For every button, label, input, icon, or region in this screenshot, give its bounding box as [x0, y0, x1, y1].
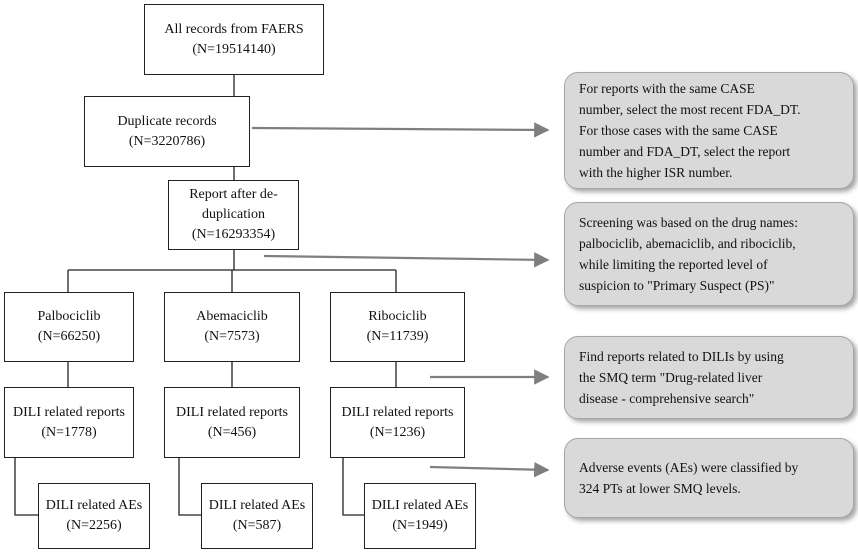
drug-count: (N=66250)	[37, 329, 101, 344]
dili-aes-label: DILI related AEs	[371, 498, 469, 513]
dili-reports-count: (N=1778)	[41, 424, 97, 440]
drug-count: (N=11739)	[366, 329, 429, 344]
dili-aes-box-2: DILI related AEs (N=587)	[201, 483, 313, 549]
dedup-label-line2: duplication	[202, 207, 265, 222]
arrow-note-2	[263, 252, 550, 268]
note-line: the SMQ term "Drug-related liver	[579, 370, 763, 385]
note-ae-classification: Adverse events (AEs) were classified by …	[564, 438, 854, 518]
note-line: number and FDA_DT, select the report	[579, 144, 791, 159]
duplicate-records-count: (N=3220786)	[128, 133, 206, 149]
drug-box-ribociclib: Ribociclib (N=11739)	[330, 292, 465, 362]
dili-reports-count: (N=456)	[207, 424, 257, 440]
dili-reports-label: DILI related reports	[13, 404, 125, 420]
dili-aes-count: (N=2256)	[66, 518, 122, 533]
note-line: number, select the most recent FDA_DT.	[579, 102, 801, 117]
arrow-note-4	[429, 461, 550, 478]
drug-name: Palbociclib	[37, 309, 101, 324]
note-line: For those cases with the same CASE	[579, 123, 778, 138]
note-line: Adverse events (AEs) were classified by	[579, 460, 799, 475]
elbow-col1	[14, 458, 38, 516]
drug-name: Ribociclib	[368, 309, 427, 324]
drug-count: (N=7573)	[204, 329, 260, 344]
arrow-note-1	[251, 122, 550, 138]
dili-reports-box-3: DILI related reports (N=1236)	[330, 387, 465, 458]
note-line: palbociclib, abemaciclib, and ribociclib…	[579, 236, 796, 251]
all-records-count: (N=19514140)	[192, 41, 276, 57]
dili-aes-box-3: DILI related AEs (N=1949)	[364, 483, 476, 549]
all-records-box: All records from FAERS (N=19514140)	[144, 4, 324, 75]
note-line: For reports with the same CASE	[579, 81, 755, 96]
note-line: Find reports related to DILIs by using	[579, 349, 784, 364]
note-line: Screening was based on the drug names:	[579, 215, 798, 230]
dili-aes-label: DILI related AEs	[208, 498, 306, 513]
note-smq-term: Find reports related to DILIs by using t…	[564, 336, 854, 419]
note-line: 324 PTs at lower SMQ levels.	[579, 481, 741, 496]
all-records-label: All records from FAERS	[164, 21, 304, 37]
drug-box-palbociclib: Palbociclib (N=66250)	[4, 292, 134, 362]
drug-name: Abemaciclib	[196, 309, 268, 324]
duplicate-records-box: Duplicate records (N=3220786)	[84, 96, 250, 167]
dili-aes-label: DILI related AEs	[45, 498, 143, 513]
elbow-col3	[342, 458, 364, 516]
dedup-label-line1: Report after de-	[189, 187, 278, 202]
dili-reports-count: (N=1236)	[369, 424, 426, 440]
dedup-count: (N=16293354)	[191, 227, 276, 242]
dili-aes-count: (N=587)	[232, 518, 282, 533]
note-line: disease - comprehensive search"	[579, 391, 755, 406]
note-dedup-rule: For reports with the same CASE number, s…	[564, 72, 854, 189]
note-drug-screening: Screening was based on the drug names: p…	[564, 202, 854, 306]
note-line: while limiting the reported level of	[579, 257, 768, 272]
duplicate-records-label: Duplicate records	[117, 113, 217, 129]
dili-reports-label: DILI related reports	[341, 404, 454, 420]
drug-box-abemaciclib: Abemaciclib (N=7573)	[164, 292, 300, 362]
note-line: with the higher ISR number.	[579, 165, 733, 180]
dili-aes-box-1: DILI related AEs (N=2256)	[38, 483, 150, 549]
dedup-box: Report after de- duplication (N=16293354…	[168, 180, 299, 250]
elbow-col2	[178, 458, 201, 516]
dili-aes-count: (N=1949)	[392, 518, 448, 533]
dili-reports-label: DILI related reports	[176, 404, 288, 420]
dili-reports-box-2: DILI related reports (N=456)	[164, 387, 300, 458]
note-line: suspicion to "Primary Suspect (PS)"	[579, 278, 775, 293]
dili-reports-box-1: DILI related reports (N=1778)	[4, 387, 134, 458]
